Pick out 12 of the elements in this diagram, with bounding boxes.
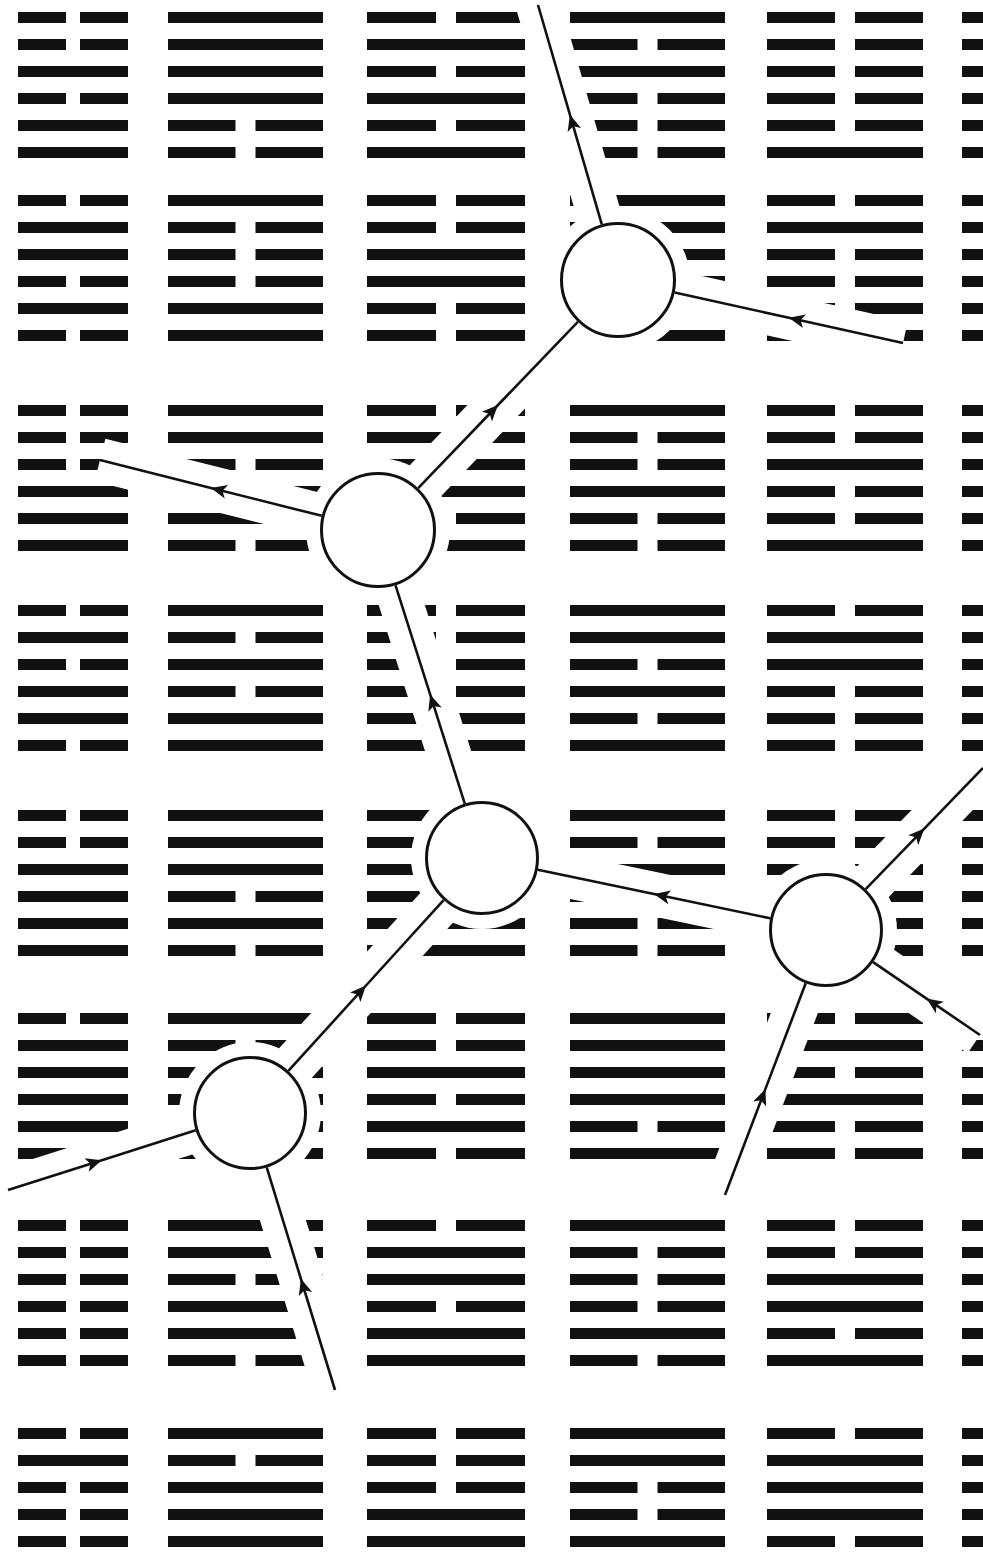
arrow [287,899,445,1072]
arrow [864,767,983,890]
arrow [417,320,579,490]
arrow [99,458,323,518]
arrow [537,868,771,920]
arrow [536,4,604,225]
arrow [674,291,904,345]
arrow [872,961,981,1037]
arrow [394,584,466,805]
arrow [7,1129,197,1192]
arrow [265,1167,337,1391]
arrow [723,982,807,1196]
